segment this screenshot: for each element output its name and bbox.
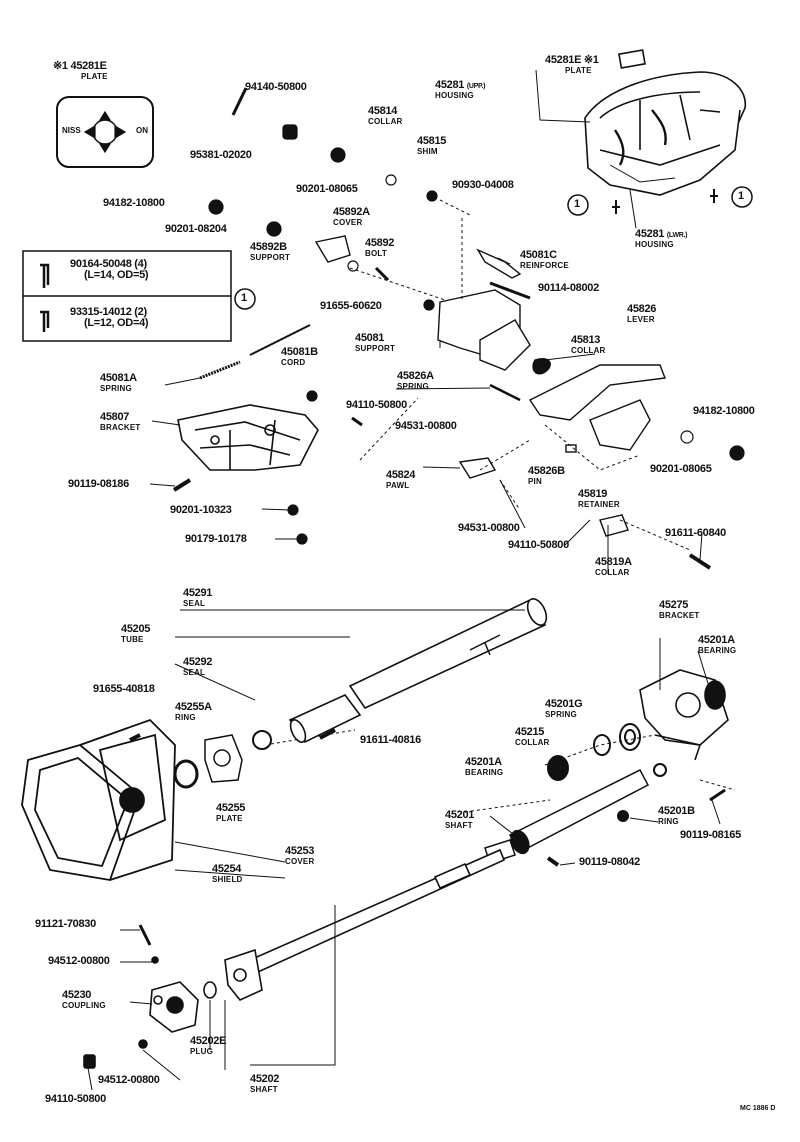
ref-number-a: 1 bbox=[574, 198, 580, 210]
label-90201-08065-b: 90201-08065 bbox=[650, 463, 712, 475]
bracket-fasteners bbox=[172, 390, 745, 545]
label-94110-50800-b: 94110-50800 bbox=[508, 539, 569, 551]
plate-inset-frame bbox=[56, 96, 154, 168]
label-leaders bbox=[87, 69, 721, 1091]
cover-and-shield bbox=[21, 718, 176, 882]
label-94110-50800-c: 94110-50800 bbox=[45, 1093, 106, 1105]
lower-shaft-45202 bbox=[224, 848, 506, 1070]
tilt-lever-assembly bbox=[314, 235, 712, 570]
plate-inset-label: ※1 45281E PLATE bbox=[53, 60, 108, 81]
label-90201-10323: 90201-10323 bbox=[170, 504, 232, 516]
column-tube-45205 bbox=[252, 598, 548, 750]
label-95381-02020: 95381-02020 bbox=[190, 149, 252, 161]
emblem-text-left: NISS bbox=[62, 126, 81, 135]
label-90119-08042: 90119-08042 bbox=[579, 856, 640, 868]
kit-row-1: 90164-50048 (4) (L=14, OD=5) bbox=[70, 258, 149, 281]
emblem-text-right: ON bbox=[136, 126, 148, 135]
small-fasteners-upper bbox=[208, 87, 438, 311]
label-94531-00800-b: 94531-00800 bbox=[458, 522, 520, 534]
bracket-45807 bbox=[177, 404, 319, 471]
label-90119-08165: 90119-08165 bbox=[680, 829, 741, 841]
label-90201-08065-a: 90201-08065 bbox=[296, 183, 358, 195]
steering-column-housing bbox=[584, 49, 747, 196]
label-94531-00800-a: 94531-00800 bbox=[395, 420, 457, 432]
dashed-leaders bbox=[264, 199, 736, 813]
footer-code: MC 1886 D bbox=[740, 1105, 776, 1112]
spring-and-cord bbox=[199, 324, 311, 380]
label-91121-70830: 91121-70830 bbox=[35, 918, 96, 930]
bracket-45275 bbox=[639, 669, 729, 761]
kit-row-2: 93315-14012 (2) (L=12, OD=4) bbox=[70, 306, 149, 329]
tube-leaders bbox=[174, 609, 525, 701]
label-94110-50800-a: 94110-50800 bbox=[346, 399, 407, 411]
bearing-collar-spring bbox=[547, 723, 726, 822]
label-45281-lower: 45281 (LWR.)HOUSING bbox=[635, 228, 688, 249]
label-91611-60840: 91611-60840 bbox=[665, 527, 726, 539]
label-90119-08186: 90119-08186 bbox=[68, 478, 129, 490]
label-94182-10800-b: 94182-10800 bbox=[693, 405, 755, 417]
plate-45255 bbox=[129, 728, 336, 789]
coupling-45230 bbox=[83, 924, 217, 1069]
label-94182-10800-a: 94182-10800 bbox=[103, 197, 165, 209]
label-94512-00800-b: 94512-00800 bbox=[98, 1074, 160, 1086]
label-91655-40818: 91655-40818 bbox=[93, 683, 155, 695]
ref-number-b: 1 bbox=[738, 190, 744, 202]
label-91655-60620: 91655-60620 bbox=[320, 300, 382, 312]
ref-circle-c bbox=[234, 288, 256, 310]
ref-number-c: 1 bbox=[241, 292, 247, 304]
label-94512-00800-a: 94512-00800 bbox=[48, 955, 110, 967]
ref-circle-b bbox=[731, 186, 753, 208]
label-90179-10178: 90179-10178 bbox=[185, 533, 247, 545]
ref-circle-a bbox=[567, 194, 589, 216]
label-91611-40816: 91611-40816 bbox=[360, 734, 421, 746]
emblem-icon bbox=[83, 110, 127, 154]
housing-screws bbox=[612, 189, 718, 214]
label-90201-08204: 90201-08204 bbox=[165, 223, 227, 235]
label-94140-50800: 94140-50800 bbox=[245, 81, 307, 93]
label-90114-08002: 90114-08002 bbox=[538, 282, 599, 294]
label-45281-upper: 45281 (UPP.)HOUSING bbox=[435, 79, 486, 100]
label-90930-04008: 90930-04008 bbox=[452, 179, 514, 191]
